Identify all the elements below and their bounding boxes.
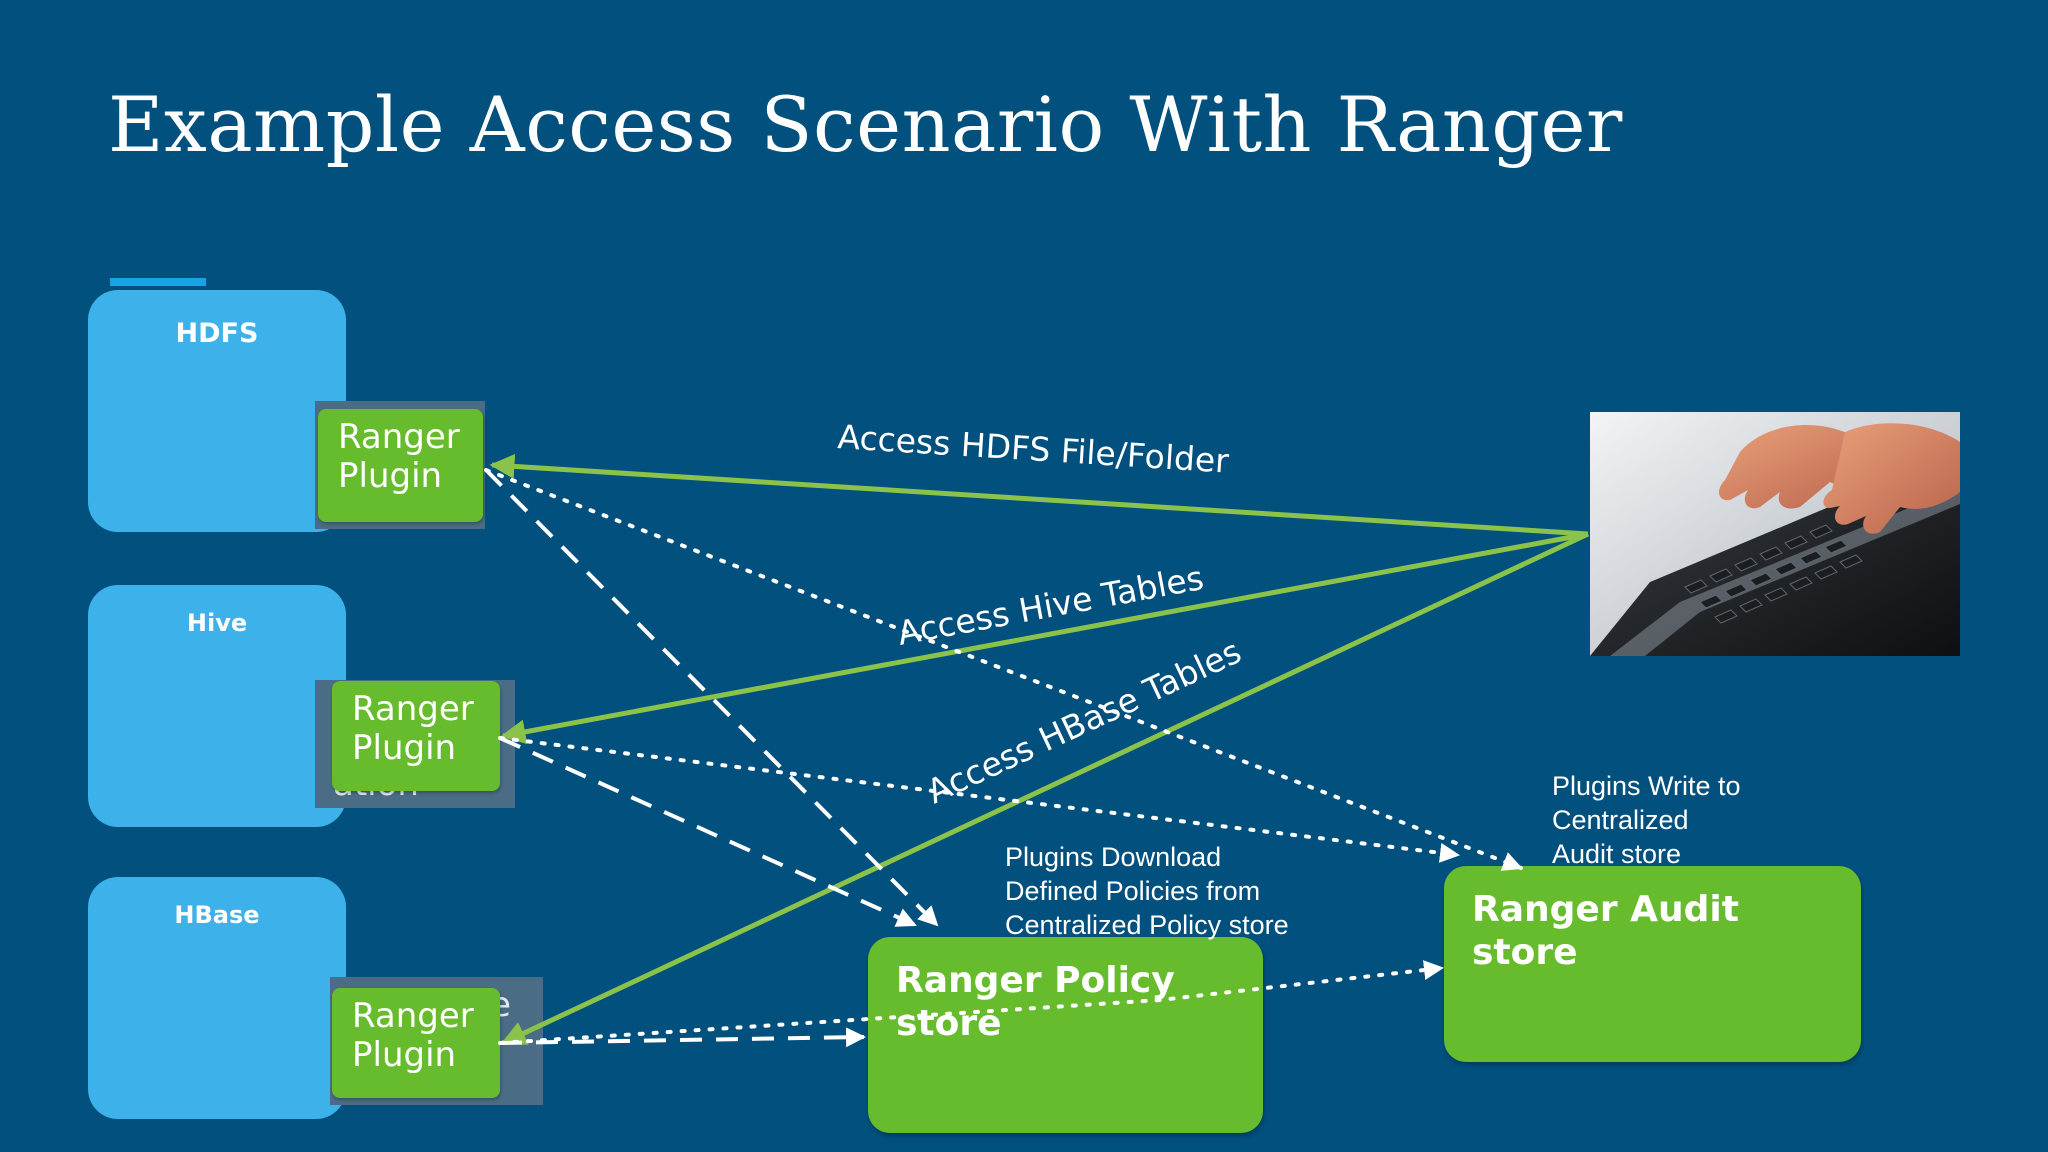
hive-plugin-line1: Ranger — [352, 689, 474, 729]
hive-service-box: Hive — [88, 585, 346, 827]
slide-title: Example Access Scenario With Ranger — [108, 80, 1623, 169]
hive-download-dashed-line — [499, 736, 917, 927]
access-hdfs-line — [489, 453, 1589, 537]
download-note-line3: Centralized Policy store — [1005, 910, 1289, 940]
hive-service-label: Hive — [186, 609, 248, 637]
policy-store-line1: Ranger Policy — [896, 960, 1175, 1001]
access-hbase-line — [500, 531, 1590, 1046]
access-hive-line — [500, 531, 1589, 745]
ranger-audit-store: Ranger Audit store — [1444, 866, 1861, 1062]
hbase-plugin-line1: Ranger — [352, 996, 474, 1036]
hdfs-plugin-line2: Plugin — [338, 456, 443, 496]
download-note-line2: Defined Policies from — [1005, 876, 1261, 906]
hbase-audit-dotted-line — [498, 960, 1444, 1045]
access-hbase-label: Access HBase Tables — [921, 632, 1247, 812]
plugins-download-note: Plugins Download Defined Policies from C… — [1005, 840, 1289, 942]
write-note-line2: Centralized — [1552, 805, 1689, 835]
hive-plugin-line2: Plugin — [352, 728, 457, 768]
hbase-service-label: HBase — [174, 901, 260, 929]
hdfs-service-label: HDFS — [175, 318, 259, 349]
hdfs-plugin-line1: Ranger — [338, 417, 460, 457]
hbase-ranger-plugin: Ranger Plugin — [332, 988, 500, 1098]
write-note-line3: Audit store — [1552, 839, 1682, 869]
access-hdfs-label: Access HDFS File/Folder — [836, 417, 1230, 481]
title-accent-bar — [110, 278, 206, 286]
audit-store-line1: Ranger Audit — [1472, 889, 1739, 930]
hdfs-service-box: HDFS — [88, 290, 346, 532]
audit-store-line2: store — [1472, 932, 1578, 973]
hbase-service-box: HBase — [88, 877, 346, 1119]
hdfs-ranger-plugin: Ranger Plugin — [318, 409, 483, 522]
access-hive-label: Access Hive Tables — [894, 558, 1206, 653]
hbase-download-dashed-line — [499, 1027, 866, 1048]
laptop-illustration — [1590, 412, 1960, 656]
hbase-plugin-line2: Plugin — [352, 1035, 457, 1075]
hive-ranger-plugin: Ranger Plugin — [332, 681, 500, 791]
download-note-line1: Plugins Download — [1005, 842, 1222, 872]
plugins-write-note: Plugins Write to Centralized Audit store — [1552, 769, 1741, 871]
user-laptop-image — [1590, 412, 1960, 656]
hdfs-audit-dotted-line — [484, 468, 1523, 871]
write-note-line1: Plugins Write to — [1552, 771, 1741, 801]
ranger-policy-store: Ranger Policy store — [868, 937, 1263, 1133]
policy-store-line2: store — [896, 1003, 1002, 1044]
